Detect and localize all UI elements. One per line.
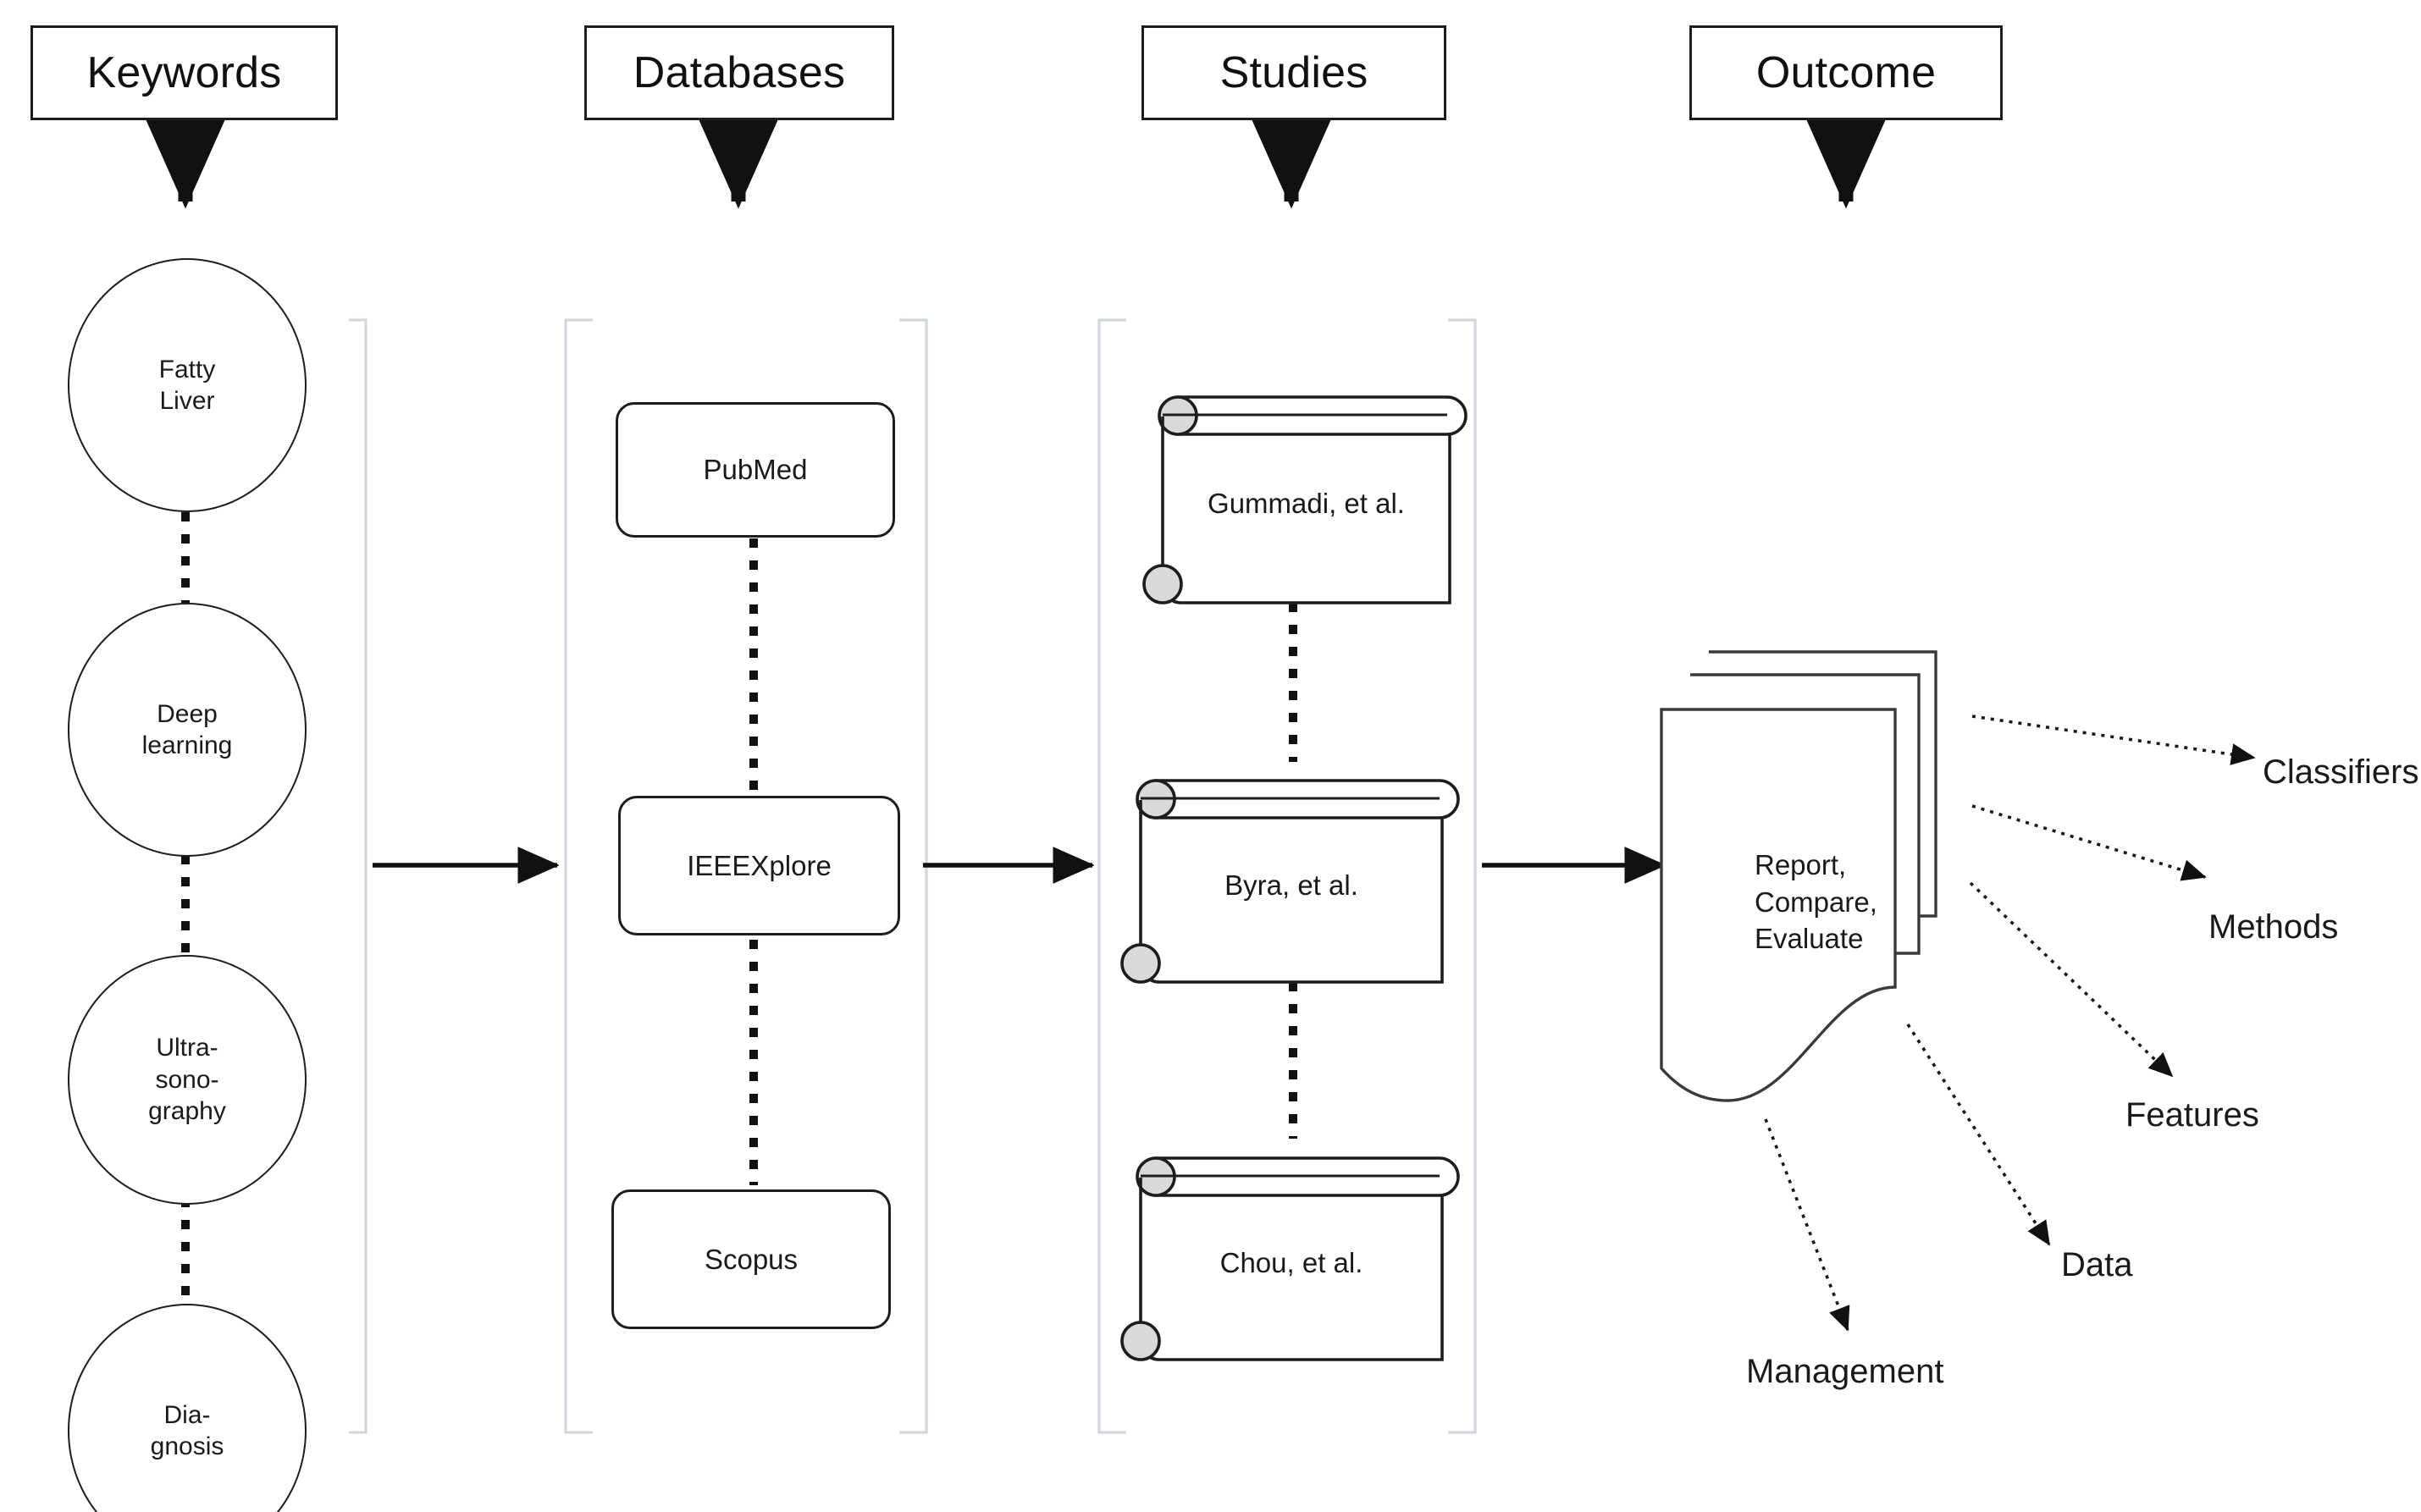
database-label: PubMed <box>703 454 808 485</box>
bracket-studies-left <box>1097 318 1126 1434</box>
bracket-studies-right <box>1448 318 1477 1434</box>
outcome-leaf-management[interactable]: Management <box>1746 1353 1944 1390</box>
vertical-arrows <box>128 79 1904 209</box>
database-label: IEEEXplore <box>687 849 832 881</box>
outcome-leaf-classifiers[interactable]: Classifiers <box>2263 753 2419 791</box>
fan-arrow-methods <box>1971 804 2207 881</box>
study-label: Byra, et al. <box>1224 869 1358 901</box>
study-node-byra[interactable]: Byra, et al. <box>1141 781 1442 982</box>
keyword-node-deep-learning[interactable]: Deep learning <box>68 603 307 857</box>
header-box-keywords[interactable]: Keywords <box>30 25 338 120</box>
bracket-keywords <box>349 318 368 1434</box>
fan-arrow-classifiers <box>1971 715 2256 765</box>
keyword-node-diagnosis[interactable]: Dia- gnosis <box>68 1304 307 1512</box>
study-node-gummadi[interactable]: Gummadi, et al. <box>1163 397 1450 603</box>
database-node-ieeexplore[interactable]: IEEEXplore <box>618 796 900 935</box>
header-label-keywords: Keywords <box>86 48 282 97</box>
header-label-databases: Databases <box>633 48 846 97</box>
outcome-fan-arrows <box>1764 715 2256 1332</box>
bracket-databases-left <box>564 318 593 1434</box>
keyword-node-ultrasonography[interactable]: Ultra- sono- graphy <box>68 955 307 1205</box>
outcome-stack-label: Report, Compare, Evaluate <box>1755 849 1877 955</box>
study-node-chou[interactable]: Chou, et al. <box>1141 1158 1442 1360</box>
bracket-databases-right <box>899 318 928 1434</box>
keyword-label: Ultra- sono- graphy <box>148 1034 226 1126</box>
header-label-outcome: Outcome <box>1755 48 1937 97</box>
database-label: Scopus <box>704 1243 799 1275</box>
keyword-label: Dia- gnosis <box>150 1400 224 1461</box>
outcome-leaf-features[interactable]: Features <box>2125 1096 2259 1134</box>
header-label-studies: Studies <box>1219 48 1368 97</box>
header-box-studies[interactable]: Studies <box>1141 25 1446 120</box>
header-box-outcome[interactable]: Outcome <box>1689 25 2003 120</box>
fan-arrow-management <box>1764 1118 1850 1332</box>
database-node-pubmed[interactable]: PubMed <box>616 402 895 538</box>
study-label: Chou, et al. <box>1219 1246 1363 1278</box>
database-node-scopus[interactable]: Scopus <box>611 1189 891 1329</box>
study-label: Gummadi, et al. <box>1208 488 1405 520</box>
keyword-label: Deep learning <box>141 699 233 760</box>
outcome-leaf-data[interactable]: Data <box>2061 1246 2133 1283</box>
keyword-node-fatty-liver[interactable]: Fatty Liver <box>68 258 307 512</box>
header-box-databases[interactable]: Databases <box>584 25 894 120</box>
keyword-label: Fatty Liver <box>158 355 216 416</box>
fan-arrow-data <box>1906 1024 2051 1246</box>
fan-arrow-features <box>1969 881 2174 1078</box>
outcome-leaf-methods[interactable]: Methods <box>2208 908 2339 946</box>
